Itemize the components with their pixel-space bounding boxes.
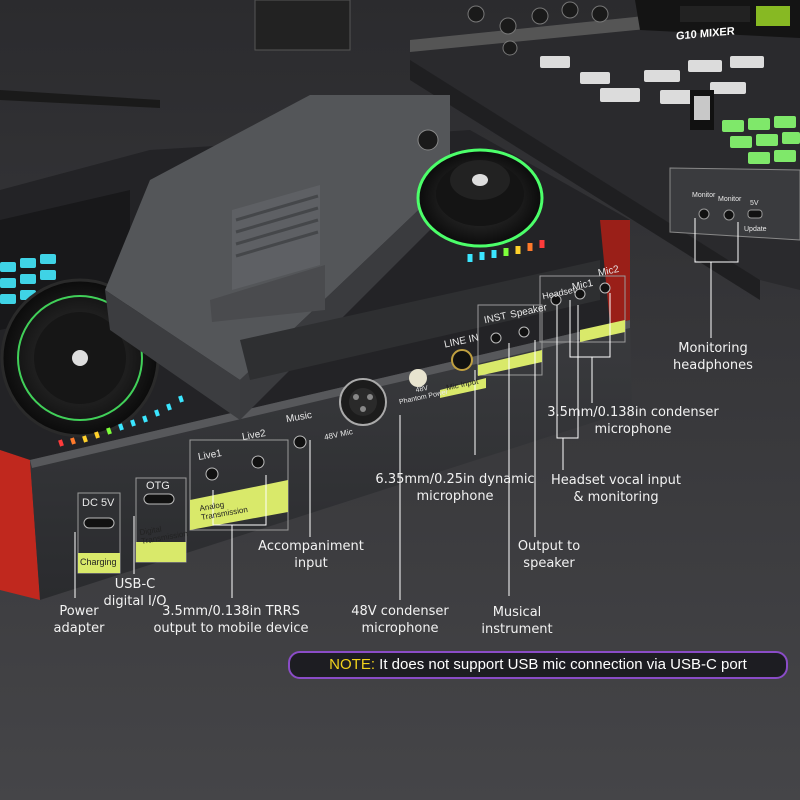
callout-instrument: Musical instrument [481,605,553,637]
rear-monitor1-label: Monitor [692,192,716,199]
note-prefix: NOTE: [329,656,375,673]
front-ports [77,275,626,574]
phone-stand-lid [105,95,600,420]
lamp-base [254,0,351,51]
usb-mic-note-banner: NOTE: It does not support USB mic connec… [288,651,788,679]
callout-condenser-35: 3.5mm/0.138in condenser microphone [547,405,719,437]
callout-trrs: 3.5mm/0.138in TRRS output to mobile devi… [153,604,309,636]
callout-power-adapter: Power adapter [53,604,105,636]
rear-mixer [410,0,800,300]
rear-update-label: Update [744,226,767,233]
callout-dynamic-635: 6.35mm/0.25in dynamic microphone [375,472,535,504]
callout-output-speaker: Output to speaker [517,539,581,571]
rear-sv-label: 5V [750,200,759,207]
left-control-surface [0,190,184,447]
dc-port-label: DC 5V [82,497,115,509]
callout-accompaniment: Accompaniment input [258,539,364,571]
lamp-arm [0,90,160,108]
rear-monitor2-label: Monitor [718,196,742,203]
callout-condenser-48v: 48V condenser microphone [351,604,449,636]
callout-lines [74,218,739,600]
charging-label: Charging [80,557,117,567]
right-jog-knob [416,129,545,262]
otg-port-label: OTG [146,480,170,492]
callout-monitoring-headphones: Monitoring headphones [673,341,753,373]
note-text: It does not support USB mic connection v… [375,656,747,673]
callout-usb-c: USB-C digital I/O [103,577,167,609]
callout-headset-vocal: Headset vocal input & monitoring [551,473,681,505]
